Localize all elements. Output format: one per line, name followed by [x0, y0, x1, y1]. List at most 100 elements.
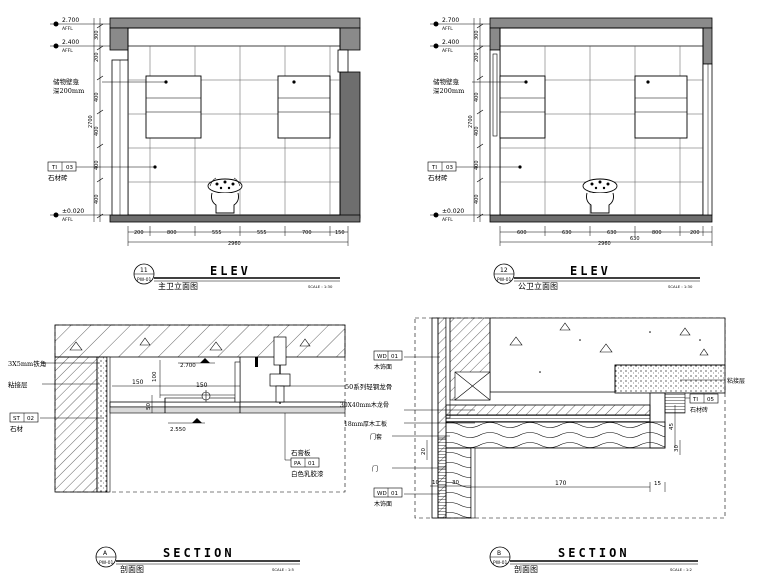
- vdim-4: 400: [94, 160, 100, 170]
- dim-0: 150: [132, 379, 144, 386]
- level-top-value: 2.700: [442, 17, 459, 24]
- label-angle: 3X5mm铁角: [8, 359, 46, 368]
- elevation-public-bath: 2.700 AFFL 2.400 AFFL ±0.020 AFFL 300 20…: [427, 17, 713, 291]
- sheet-ref: PW-01: [497, 277, 511, 283]
- level-floor-value: ±0.020: [62, 208, 84, 215]
- dim-30a: 30: [452, 480, 459, 486]
- title-number: 11: [140, 267, 148, 274]
- toilet-icon: [207, 177, 243, 214]
- label-wood-trim-2: 木饰面: [374, 500, 392, 508]
- dim-170: 170: [555, 480, 567, 487]
- hdim-4: 800: [652, 230, 662, 236]
- dim-3: 50: [146, 403, 152, 410]
- vdim-2: 400: [474, 92, 480, 102]
- hdim-0: 200: [134, 230, 144, 236]
- tag-wd1-num: 01: [391, 354, 398, 360]
- label-door-frame: 门套: [370, 433, 382, 441]
- tag-wd2-code: WD: [377, 491, 387, 497]
- title-letter: B: [497, 550, 501, 557]
- sheet-ref: PW-01: [137, 277, 151, 283]
- hdim-total: 2960: [228, 241, 241, 247]
- label-gypsum: 石膏板: [291, 448, 311, 457]
- level-ceiling-value: 2.400: [442, 39, 459, 46]
- section-b: 170 15 20 10 30 45 30 WD 01 木饰面 30X40mm木…: [340, 317, 745, 574]
- label-paint: 白色乳胶漆: [291, 469, 324, 478]
- hdim-0: 600: [517, 230, 527, 236]
- level-floor-sub: AFFL: [442, 217, 453, 223]
- vdim-5: 400: [474, 194, 480, 204]
- level-floor-sub: AFFL: [62, 217, 73, 223]
- sheet-ref: PW-01: [493, 560, 507, 566]
- vdim-3: 400: [474, 126, 480, 136]
- title-cn: 公卫立面图: [518, 281, 558, 291]
- label-stone: 石材: [10, 424, 24, 433]
- tag-ti-num: 05: [707, 397, 714, 403]
- dim-45: 45: [669, 423, 675, 430]
- tag-st-num: 02: [27, 416, 34, 422]
- tag-label: 石材砖: [48, 173, 68, 182]
- hdim-2: 555: [212, 230, 222, 236]
- label-plywood: 18mm厚木工板: [344, 420, 387, 428]
- level-2700: 2.700: [180, 363, 196, 369]
- vdim-1: 200: [94, 52, 100, 62]
- tag-pa-num: 01: [308, 461, 315, 467]
- label-adhesive: 粘接层: [727, 377, 745, 385]
- vdim-0: 300: [474, 30, 480, 40]
- level-ceiling-sub: AFFL: [442, 48, 453, 54]
- level-floor-value: ±0.020: [442, 208, 464, 215]
- hdim-3: 630: [630, 236, 640, 242]
- label-wood-trim: 木饰面: [374, 363, 392, 371]
- tag-st-code: ST: [13, 416, 20, 422]
- hdim-1: 630: [562, 230, 572, 236]
- tag-label: 石材砖: [428, 173, 448, 182]
- dim-20: 20: [421, 448, 427, 455]
- scale: SCALE : 1:2: [670, 567, 693, 572]
- title-en: SECTION: [558, 546, 630, 560]
- title-number: 12: [500, 267, 508, 274]
- tag-wd1-code: WD: [377, 354, 387, 360]
- level-2550: 2.550: [170, 427, 186, 433]
- title-cn: 剖面图: [120, 564, 144, 574]
- level-top-value: 2.700: [62, 17, 79, 24]
- vdim-0: 300: [94, 30, 100, 40]
- level-ceiling-sub: AFFL: [62, 48, 73, 54]
- hdim-2: 630: [607, 230, 617, 236]
- dim-10: 10: [432, 480, 439, 486]
- level-ceiling-value: 2.400: [62, 39, 79, 46]
- vdim-2: 400: [94, 92, 100, 102]
- toilet-icon: [582, 178, 618, 214]
- vdim-3: 400: [94, 126, 100, 136]
- label-adhesive: 粘接层: [8, 380, 28, 389]
- label-door: 门: [372, 465, 378, 473]
- dim-1: 150: [196, 382, 208, 389]
- section-a: 150 150 100 50 2.700 2.550 3X5mm铁角 粘接层 5…: [8, 324, 392, 574]
- vdim-4: 400: [474, 160, 480, 170]
- level-top-sub: AFFL: [442, 26, 453, 32]
- tag-code: TI: [51, 165, 57, 171]
- dim-2: 100: [152, 371, 158, 382]
- tag-num: 03: [446, 165, 453, 171]
- tag-code: TI: [431, 165, 437, 171]
- title-en: ELEV: [570, 264, 611, 278]
- hdim-1: 800: [167, 230, 177, 236]
- hdim-3: 555: [257, 230, 267, 236]
- title-en: ELEV: [210, 264, 251, 278]
- scale: SCALE : 1:30: [668, 284, 693, 289]
- tag-wd2-num: 01: [391, 491, 398, 497]
- title-en: SECTION: [163, 546, 235, 560]
- sheet-ref: PW-01: [99, 560, 113, 566]
- hdim-5: 150: [335, 230, 345, 236]
- vdim-total: 2700: [88, 115, 94, 128]
- level-top-sub: AFFL: [62, 26, 73, 32]
- tag-pa-code: PA: [294, 461, 301, 467]
- label-keel: 50系列轻钢龙骨: [345, 382, 392, 391]
- niche-note-2: 深200mm: [53, 86, 84, 95]
- niche-note-1: 储物壁龛: [53, 77, 80, 86]
- title-letter: A: [103, 550, 108, 557]
- label-stone-tile: 石材砖: [690, 406, 708, 414]
- label-wood-keel: 30X40mm木龙骨: [340, 401, 389, 409]
- vdim-1: 200: [474, 52, 480, 62]
- title-cn: 剖面图: [514, 564, 538, 574]
- vdim-5: 400: [94, 194, 100, 204]
